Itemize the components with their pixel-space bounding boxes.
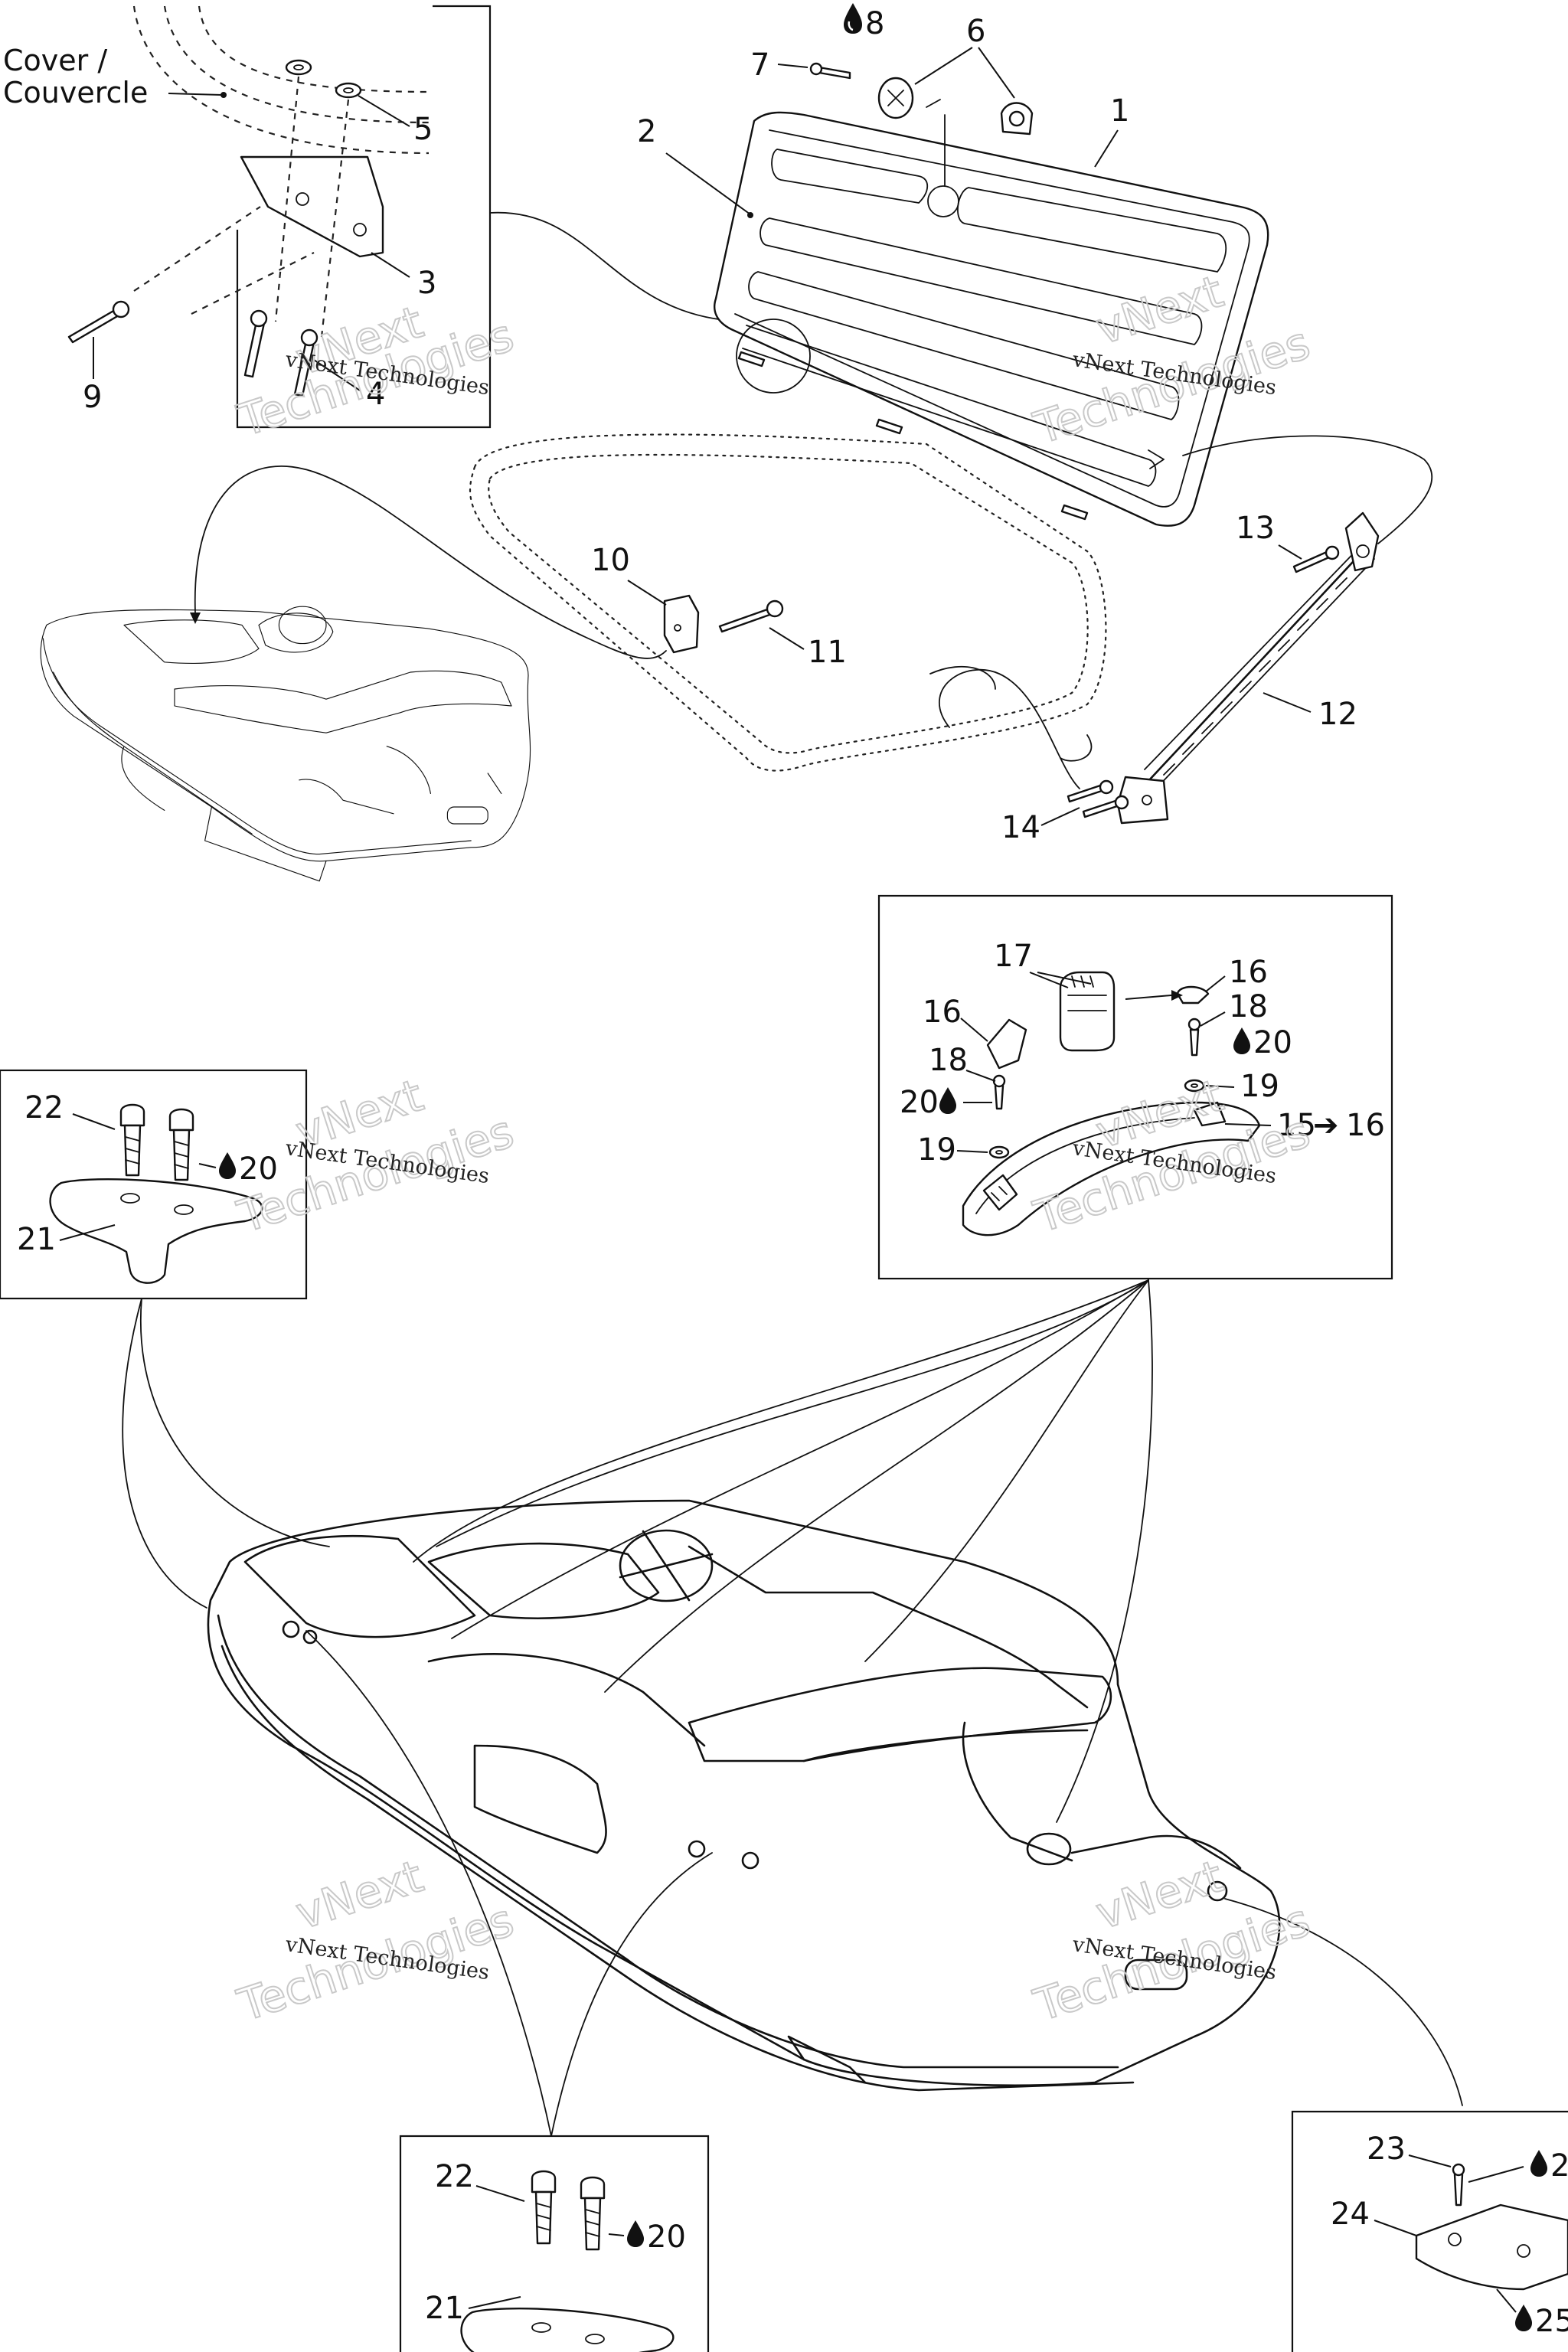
cleat-inset-left	[0, 1069, 308, 1300]
callout-17: 17	[994, 939, 1033, 974]
stern-part-inset	[1291, 2110, 1568, 2352]
callout-20-left: 20	[900, 1085, 939, 1120]
callout-8: 8	[865, 6, 884, 41]
hinge-plate	[240, 155, 384, 258]
cover-hinge-inset	[67, 5, 492, 429]
cover-label-2: Couvercle	[3, 76, 148, 109]
drop-icon	[219, 1152, 236, 1179]
drop-icon	[844, 3, 862, 34]
cover-label-1: Cover /	[3, 44, 107, 77]
callout-5: 5	[413, 112, 433, 147]
callout-12: 12	[1318, 697, 1357, 732]
callout-6: 6	[966, 14, 985, 49]
callout-10: 10	[591, 543, 630, 578]
callout-2x-truncated: 2	[1550, 2148, 1568, 2184]
drop-icon	[1515, 2305, 1532, 2331]
drop-icon	[939, 1087, 956, 1114]
callout-13: 13	[1236, 511, 1275, 546]
drop-icon	[1233, 1027, 1250, 1054]
cleat	[49, 1103, 263, 1284]
callout-19-right: 19	[1240, 1069, 1279, 1104]
callout-18-right: 18	[1229, 989, 1268, 1024]
boat-small	[40, 606, 531, 882]
grab-handle-inset	[877, 894, 1393, 1280]
callout-11: 11	[808, 635, 847, 670]
callout-16-right: 16	[1229, 955, 1268, 990]
callout-2: 2	[637, 114, 656, 149]
callout-15: 15	[1277, 1108, 1316, 1143]
callout-15-arrow: ➔	[1313, 1108, 1339, 1143]
callout-21-bottom: 21	[425, 2291, 464, 2326]
callout-7: 7	[750, 47, 769, 83]
cleat	[460, 2170, 675, 2352]
callout-25: 25	[1535, 2304, 1568, 2339]
callout-20-cleat-bottom: 20	[647, 2220, 686, 2255]
callout-22-left: 22	[24, 1090, 64, 1125]
callout-9: 9	[83, 380, 102, 415]
drop-icon	[627, 2220, 644, 2247]
spring-strut	[1116, 511, 1380, 825]
callout-20-right: 20	[1253, 1025, 1292, 1060]
storage-cover	[714, 77, 1269, 527]
stern-step	[1415, 2163, 1568, 2291]
boat-large	[207, 1499, 1281, 2092]
callout-16-left: 16	[923, 995, 962, 1030]
callout-22-bottom: 22	[435, 2159, 474, 2194]
drop-icon	[1530, 2150, 1547, 2177]
callout-4: 4	[366, 377, 385, 412]
callout-14: 14	[1001, 810, 1040, 845]
grab-handle	[962, 971, 1261, 1236]
callout-21-left: 21	[17, 1222, 56, 1257]
callout-24: 24	[1331, 2197, 1370, 2232]
callout-18-left: 18	[929, 1043, 968, 1078]
cleat-inset-bottom	[399, 2135, 710, 2352]
callout-23: 23	[1367, 2132, 1406, 2167]
callout-15-target: 16	[1346, 1108, 1385, 1143]
callout-19-left: 19	[917, 1132, 956, 1168]
watermark: vNext Technologies vNext Technologies vN…	[230, 264, 1316, 2032]
callout-20-cleat-left: 20	[239, 1152, 278, 1187]
callout-3: 3	[417, 266, 436, 301]
callout-1: 1	[1110, 93, 1129, 129]
